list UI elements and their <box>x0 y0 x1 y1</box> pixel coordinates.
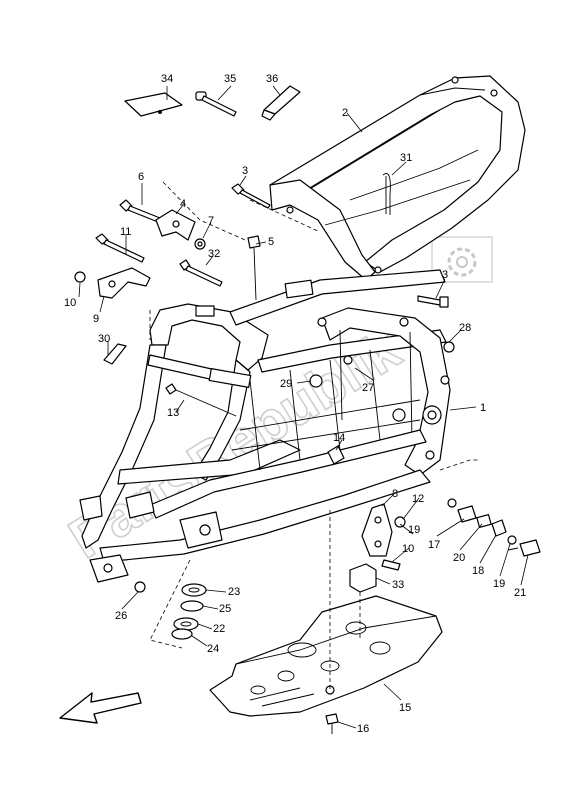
label-25: 25 <box>219 603 231 615</box>
part-1-main-frame <box>79 269 451 583</box>
reference-lines <box>149 181 480 690</box>
label-30: 30 <box>98 333 110 345</box>
label-1: 1 <box>480 402 486 414</box>
label-31: 31 <box>400 152 412 164</box>
label-35: 35 <box>224 73 236 85</box>
label-3-top: 3 <box>242 165 248 177</box>
label-15: 15 <box>399 702 411 714</box>
label-20: 20 <box>453 552 465 564</box>
label-12: 12 <box>412 493 424 505</box>
label-19-right: 19 <box>493 578 505 590</box>
label-11: 11 <box>120 226 131 238</box>
part-labels: 34 35 36 2 31 3 6 4 7 11 5 32 3 10 9 28 … <box>64 73 526 735</box>
label-23: 23 <box>228 586 240 598</box>
label-13: 13 <box>167 407 179 419</box>
label-36: 36 <box>266 73 278 85</box>
part-36-strap <box>261 85 301 121</box>
label-21: 21 <box>514 587 526 599</box>
gear-watermark-icon <box>431 236 493 283</box>
front-direction-arrow-icon <box>59 692 142 724</box>
label-28: 28 <box>459 322 471 334</box>
label-26: 26 <box>115 610 127 622</box>
label-10-right: 10 <box>402 543 414 555</box>
label-4: 4 <box>180 198 186 210</box>
label-2: 2 <box>342 107 348 119</box>
label-18: 18 <box>472 565 484 577</box>
hardware-bolts <box>74 183 541 734</box>
label-22: 22 <box>213 623 225 635</box>
label-8: 8 <box>392 488 398 500</box>
label-3-right: 3 <box>442 269 448 281</box>
label-33: 33 <box>392 579 404 591</box>
part-35-pin <box>195 91 237 117</box>
label-14: 14 <box>333 432 345 444</box>
leader-lines <box>78 85 529 729</box>
label-29: 29 <box>280 378 292 390</box>
part-2-rear-frame <box>269 75 526 281</box>
label-27: 27 <box>362 382 374 394</box>
label-32: 32 <box>208 248 220 260</box>
label-5: 5 <box>268 236 274 248</box>
label-10-left: 10 <box>64 297 76 309</box>
label-6: 6 <box>138 171 144 183</box>
label-17: 17 <box>428 539 440 551</box>
part-34-plate <box>124 92 183 117</box>
label-16: 16 <box>357 723 369 735</box>
label-9: 9 <box>93 313 99 325</box>
part-31-cable <box>382 173 391 215</box>
label-7: 7 <box>208 215 214 227</box>
part-15-skid-plate <box>209 595 443 717</box>
label-34: 34 <box>161 73 173 85</box>
label-24: 24 <box>207 643 219 655</box>
label-19-left: 19 <box>408 524 420 536</box>
